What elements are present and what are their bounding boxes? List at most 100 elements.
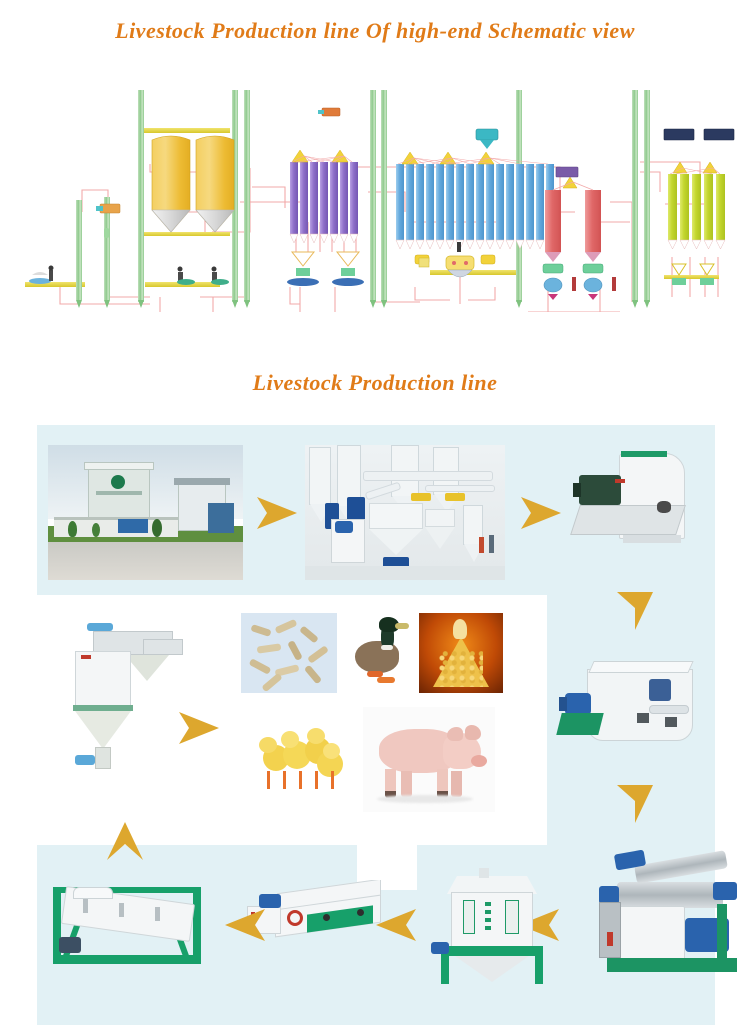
- mixer-lid: [588, 661, 694, 673]
- crumbler-motor: [259, 894, 281, 908]
- cooler-vent: [463, 900, 475, 934]
- floor: [305, 566, 505, 580]
- product-chicks[interactable]: [257, 723, 357, 801]
- flow-arrow-left: [374, 907, 418, 943]
- pig-leg: [451, 771, 462, 797]
- sifter-screen-lid: [73, 887, 113, 899]
- pellet: [299, 625, 319, 644]
- pellet: [248, 658, 272, 675]
- pellet: [307, 645, 329, 664]
- crumbler-dot: [357, 909, 364, 916]
- pellet: [250, 624, 272, 637]
- discharge-tube: [95, 747, 111, 769]
- pellet: [256, 643, 282, 654]
- mixer-port: [665, 717, 677, 727]
- air-line: [87, 623, 113, 631]
- corn-heap-texture: [439, 651, 483, 687]
- pig-snout: [471, 755, 487, 767]
- product-pig[interactable]: [363, 707, 495, 812]
- feeder-screw: [634, 850, 728, 884]
- cyclone: [309, 447, 332, 522]
- red-label: [81, 655, 91, 659]
- pig-leg: [401, 771, 412, 797]
- crumbler-dot: [323, 914, 330, 921]
- sifter-frame-right: [193, 887, 201, 963]
- motor: [565, 693, 591, 715]
- pellet: [287, 640, 303, 661]
- cooler-leg: [535, 956, 543, 984]
- mixer-port: [637, 713, 649, 723]
- mixer-cyl: [649, 705, 689, 714]
- step-photo-cooler[interactable]: [427, 850, 557, 985]
- flow-arrow-right: [519, 495, 563, 531]
- product-feed-pellets[interactable]: [241, 613, 337, 693]
- mill-port: [657, 501, 671, 513]
- mixer-gearbox: [649, 679, 671, 701]
- elevator-arrow-icon: [76, 300, 650, 308]
- tower-sign: [96, 491, 142, 495]
- sifter-frame-bottom: [53, 955, 201, 964]
- step-photo-batching-scale[interactable]: [51, 615, 201, 805]
- motor-shaft: [573, 483, 581, 497]
- handwheel-icon: [287, 910, 303, 926]
- conditioner-motor: [713, 882, 737, 900]
- machine: [347, 497, 365, 521]
- mill-top-strip: [621, 451, 667, 457]
- intake-stations: [29, 107, 341, 285]
- duct: [363, 471, 493, 481]
- sifter-motor: [59, 937, 81, 953]
- discharge-motor: [431, 942, 449, 954]
- pig-leg: [385, 769, 396, 797]
- flow-arrow-down: [615, 783, 655, 825]
- sifter-frame-top: [53, 887, 201, 893]
- sifter-hanger: [83, 899, 88, 913]
- worker: [479, 537, 484, 553]
- motor-fan: [559, 697, 567, 711]
- cooler-frame: [441, 946, 543, 956]
- pellet: [261, 672, 283, 693]
- hopper-small-cone: [425, 527, 455, 549]
- gearbox: [599, 886, 619, 904]
- tree: [152, 519, 162, 537]
- schematic-svg: [25, 90, 735, 312]
- scale-cone-small: [125, 655, 169, 681]
- warehouse-roof: [174, 478, 230, 485]
- cooler-dots: [485, 902, 491, 932]
- tree: [92, 523, 100, 537]
- scale-top-conveyor-2: [143, 639, 183, 655]
- mill-red-mark: [615, 479, 625, 483]
- valve: [411, 493, 431, 501]
- flow-arrow-up: [105, 820, 145, 862]
- pellet: [274, 618, 298, 635]
- corn-cob: [453, 619, 467, 639]
- mixer-base-frame: [556, 713, 604, 735]
- hopper-cone: [369, 529, 423, 555]
- tree: [68, 521, 77, 537]
- step-photo-mixer[interactable]: [553, 643, 713, 773]
- duck-leg: [367, 671, 383, 677]
- blue-bin-group: [395, 128, 555, 278]
- olive-bin-group: [663, 128, 735, 285]
- weigh-hopper: [75, 651, 131, 707]
- page-title-middle: Livestock Production line: [252, 370, 498, 395]
- duct: [425, 485, 495, 492]
- step-photo-pellet-mill[interactable]: [577, 840, 747, 980]
- cooler-vent: [505, 900, 519, 934]
- product-duck[interactable]: [345, 607, 411, 695]
- valve: [445, 493, 465, 501]
- product-corn-pile[interactable]: [419, 613, 503, 693]
- pig-ear: [447, 727, 463, 741]
- mill-tower-cap: [84, 462, 154, 470]
- pellet-mill-stand: [717, 904, 727, 962]
- motor: [335, 521, 353, 533]
- step-photo-plant-interior[interactable]: [305, 445, 505, 580]
- hopper: [369, 503, 423, 529]
- step-photo-sifter[interactable]: [45, 865, 215, 985]
- duck-leg: [377, 677, 395, 683]
- step-photo-hammer-mill[interactable]: [569, 439, 709, 579]
- schematic-diagram: [0, 72, 750, 312]
- flow-arrow-right: [177, 710, 221, 746]
- pig-shadow: [377, 795, 473, 803]
- pig-leg: [437, 769, 448, 797]
- step-photo-factory[interactable]: [48, 445, 243, 580]
